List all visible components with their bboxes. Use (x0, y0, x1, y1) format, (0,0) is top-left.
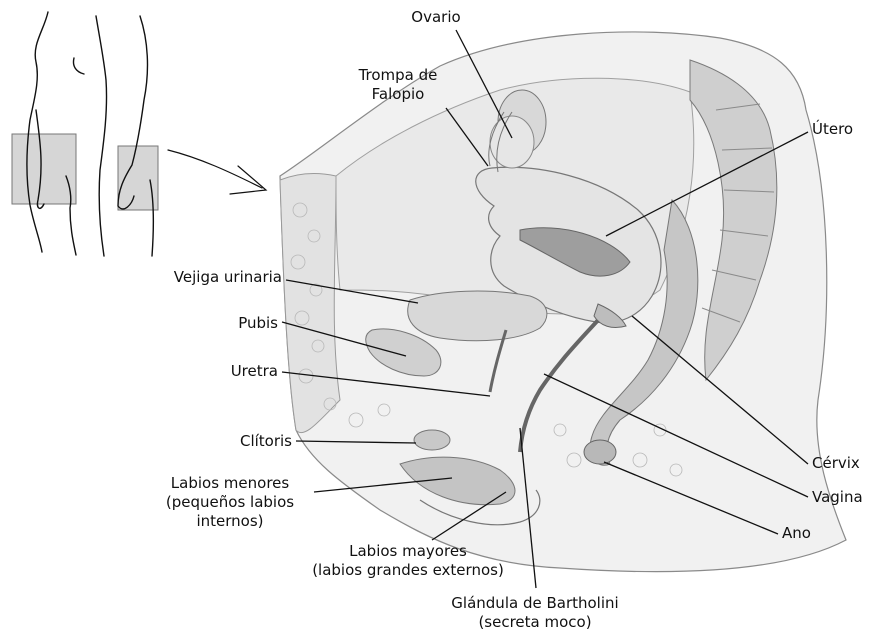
bladder (408, 291, 547, 341)
label-ovario: Ovario (396, 8, 476, 27)
label-vejiga-urinaria: Vejiga urinaria (110, 268, 282, 287)
label-labios-mayores: Labios mayores (labios grandes externos) (292, 542, 524, 580)
label-trompa-de-falopio: Trompa de Falopio (334, 66, 462, 104)
label-labios-menores: Labios menores (pequeños labios internos… (148, 474, 312, 531)
label-ano: Ano (782, 524, 811, 543)
label-cervix: Cérvix (812, 454, 860, 473)
side-figure (96, 16, 153, 256)
label-glandula-de-bartholini: Glándula de Bartholini (secreta moco) (430, 594, 640, 632)
pelvis-cross-section (280, 32, 846, 572)
abdominal-wall (280, 173, 340, 432)
inset-highlight-front (12, 134, 76, 204)
label-utero: Útero (812, 120, 853, 139)
label-clitoris: Clítoris (170, 432, 292, 451)
inset-arrowhead (230, 166, 266, 194)
clitoris (414, 430, 450, 450)
label-pubis: Pubis (170, 314, 278, 333)
body-silhouette-inset (12, 12, 266, 256)
label-uretra: Uretra (170, 362, 278, 381)
inset-arrow (168, 150, 262, 188)
anus (584, 440, 616, 464)
label-vagina: Vagina (812, 488, 863, 507)
